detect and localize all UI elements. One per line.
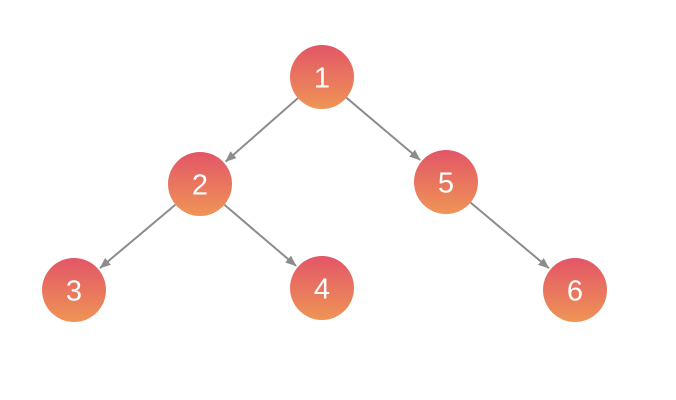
tree-node-2: 2 (168, 152, 232, 216)
tree-node-5: 5 (414, 150, 478, 214)
tree-node-label: 5 (438, 167, 454, 199)
tree-node-circle (168, 152, 232, 216)
tree-node-label: 2 (192, 169, 208, 201)
tree-node-1: 1 (290, 45, 354, 109)
tree-node-6: 6 (543, 258, 607, 322)
tree-node-4: 4 (290, 256, 354, 320)
tree-edge-5-6 (469, 201, 550, 269)
tree-node-circle (290, 256, 354, 320)
tree-node-circle (543, 258, 607, 322)
tree-node-3: 3 (42, 258, 106, 322)
tree-edge-1-5 (345, 96, 421, 161)
tree-edge-2-4 (223, 204, 297, 267)
tree-node-label: 4 (314, 273, 330, 305)
tree-node-label: 6 (567, 275, 583, 307)
tree-node-label: 3 (66, 275, 82, 307)
tree-node-circle (42, 258, 106, 322)
tree-node-circle (290, 45, 354, 109)
tree-node-circle (414, 150, 478, 214)
tree-edge-2-3 (99, 203, 177, 269)
tree-edge-1-2 (224, 97, 299, 163)
tree-node-label: 1 (314, 62, 330, 94)
